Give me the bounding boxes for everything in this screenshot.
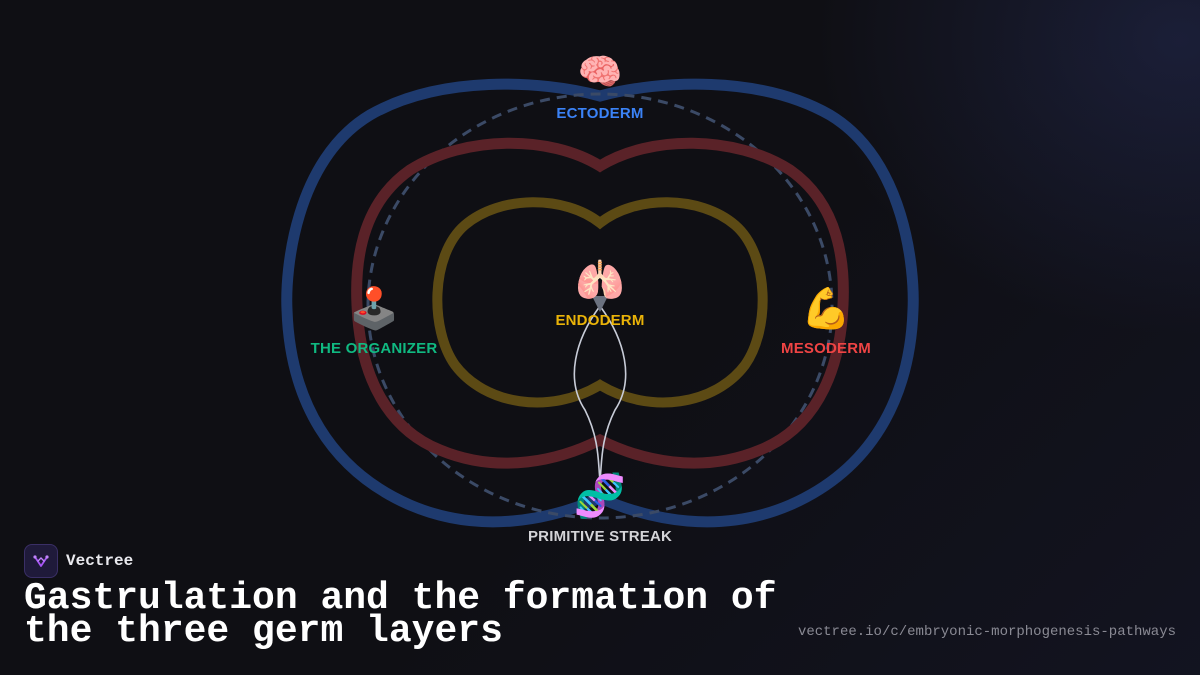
- flexed-bicep-icon: 💪: [801, 285, 851, 332]
- ectoderm-label: ECTODERM: [556, 105, 643, 122]
- joystick-icon: 🕹️: [349, 285, 399, 332]
- connector-right: [599, 305, 627, 481]
- primitive-streak-label: PRIMITIVE STREAK: [528, 528, 672, 545]
- middle-ring: [351, 137, 849, 469]
- connector-arrowhead: [592, 296, 608, 312]
- page-title: Gastrulation and the formation of the th…: [24, 577, 777, 653]
- brain-icon: 🧠: [578, 52, 623, 93]
- vectree-logo-icon: [24, 544, 58, 578]
- brand: Vectree: [24, 544, 133, 578]
- dna-icon: 🧬: [574, 470, 626, 521]
- connector-left: [573, 305, 601, 481]
- dashed-ring: [366, 92, 834, 520]
- lungs-icon: 🫁: [575, 258, 625, 304]
- endoderm-label: ENDODERM: [555, 312, 644, 329]
- source-url[interactable]: vectree.io/c/embryonic-morphogenesis-pat…: [797, 624, 1176, 640]
- mesoderm-label: MESODERM: [781, 340, 871, 357]
- outer-ring: [281, 78, 919, 528]
- organizer-label: THE ORGANIZER: [311, 340, 438, 357]
- brand-name: Vectree: [66, 552, 134, 570]
- inner-ring: [432, 197, 768, 408]
